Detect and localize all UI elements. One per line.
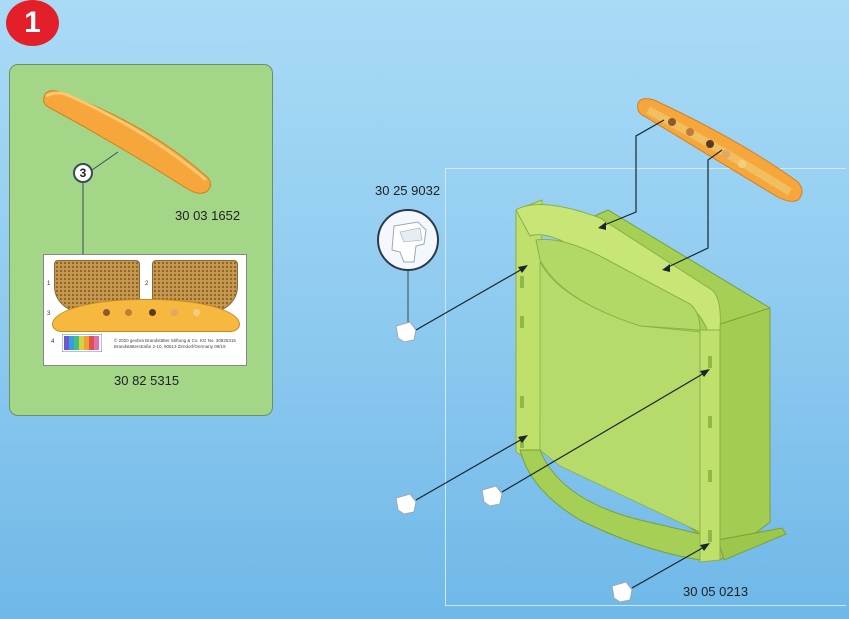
rainbow-color-strip <box>62 334 102 352</box>
orange-roof-piece <box>43 90 212 194</box>
kid-figure-icon <box>103 309 110 316</box>
insertion-arrows <box>415 267 707 589</box>
clip-part-number: 30 25 9032 <box>375 183 441 198</box>
legal-line-2: Brandstätterstraße 2-10, 90513 Zirndorf/… <box>114 344 226 349</box>
kid-figure-icon <box>686 128 694 136</box>
legal-text: © 2020 geobra Brandstätter Stiftung & Co… <box>114 338 242 350</box>
sticker-sheet: 1 2 3 4 © 2020 geobra Brandstätter Stift… <box>43 254 247 366</box>
kid-figure-icon <box>149 309 156 316</box>
roof-part-number: 30 03 1652 <box>175 208 241 223</box>
sheet-label-3: 3 <box>47 311 51 317</box>
clip-piece <box>481 485 503 507</box>
kid-figure-icon <box>706 140 714 148</box>
sheet-label-2: 2 <box>145 281 149 287</box>
sticker-sheet-part-number: 30 82 5315 <box>114 373 180 388</box>
roof-guide-lines <box>601 119 723 269</box>
frame-part-number: 30 05 0213 <box>683 584 749 599</box>
legal-line-1: © 2020 geobra Brandstätter Stiftung & Co… <box>114 338 236 343</box>
orange-roof-with-sticker <box>637 98 803 202</box>
kid-figure-icon <box>193 309 200 316</box>
clip-piece <box>395 493 417 515</box>
kid-figure-icon <box>738 160 746 168</box>
guide-frame <box>445 168 846 606</box>
sheet-label-4: 4 <box>51 339 55 345</box>
kid-figure-icon <box>171 309 178 316</box>
sheet-label-1: 1 <box>47 281 51 287</box>
clip-piece <box>611 581 633 603</box>
clip-piece <box>395 321 417 343</box>
clip-pieces <box>395 321 633 603</box>
kids-banner-sticker <box>52 299 240 332</box>
callout-leader-line <box>91 151 119 171</box>
clip-detail-bubble <box>377 209 439 322</box>
kid-figure-icon <box>668 118 676 126</box>
callout-number-3: 3 <box>73 163 93 183</box>
step-number-badge: 1 <box>6 0 59 46</box>
kid-figure-icon <box>125 309 132 316</box>
kid-figure-icon <box>722 150 730 158</box>
green-shelf-frame <box>515 199 787 563</box>
